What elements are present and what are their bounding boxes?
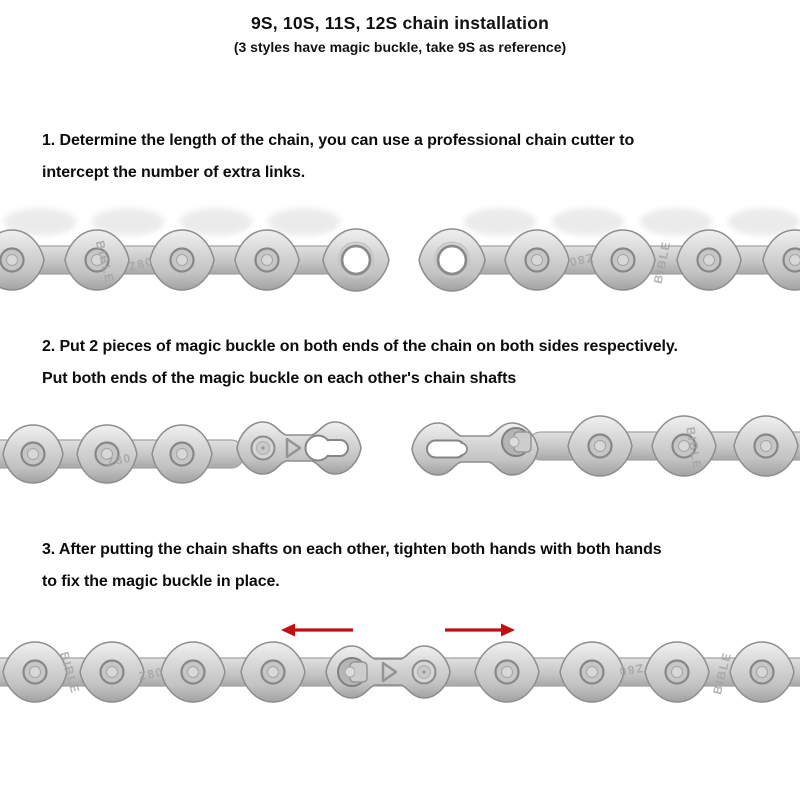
chain-pin-center [617, 254, 629, 266]
chain-outer-plate [762, 229, 800, 291]
out-of-focus-chain-row [4, 208, 800, 236]
chain-engraving: Z80 [617, 661, 644, 679]
chain-pin-center [760, 440, 772, 452]
chain-pin-center [187, 666, 199, 678]
chain-engraving: Z80 [105, 451, 133, 470]
keyhole-slot [307, 437, 329, 459]
chain-pin-center [27, 448, 39, 460]
page-subtitle: (3 styles have magic buckle, take 9S as … [233, 39, 567, 55]
end-hole [436, 244, 468, 276]
chain-engraving: Z80 [567, 250, 595, 269]
step-3-line-2: to fix the magic buckle in place. [42, 573, 280, 590]
end-hole [340, 244, 372, 276]
chain-pin-center [586, 666, 598, 678]
buckle-pin-hole [261, 446, 265, 450]
chain-pin-center [29, 666, 41, 678]
step-2-line-2: Put both ends of the magic buckle on eac… [42, 370, 517, 387]
buckle-pin-hole [422, 670, 426, 674]
buckle-shaft [501, 427, 532, 457]
chain-pin-center [678, 440, 690, 452]
chain-pin-center [531, 254, 543, 266]
chain-pin-center [176, 448, 188, 460]
oval-slot [456, 444, 466, 454]
red-arrow-left [281, 623, 295, 637]
red-arrow-right [501, 623, 515, 637]
step-2-text: 2. Put 2 pieces of magic buckle on both … [42, 331, 782, 395]
magic-buckle-joined [325, 645, 451, 699]
chain-pin-center [789, 254, 800, 266]
step-1-line-1: 1. Determine the length of the chain, yo… [42, 132, 635, 149]
step-1-text: 1. Determine the length of the chain, yo… [42, 125, 782, 189]
chain-pin-center [91, 254, 103, 266]
end-hole-bevel [337, 241, 375, 279]
chain-pin-center [176, 254, 188, 266]
chain-pin-center [6, 254, 18, 266]
chain-pin-center [671, 666, 683, 678]
chain-pin-center [261, 254, 273, 266]
pull-direction-arrows [281, 623, 515, 637]
end-hole-bevel [433, 241, 471, 279]
buckle-triangle-mark [381, 661, 398, 683]
buckle-triangle-mark [285, 437, 302, 459]
page-title: 9S, 10S, 11S, 12S chain installation [250, 13, 550, 33]
chain-pin-center [267, 666, 279, 678]
step-3-text: 3. After putting the chain shafts on eac… [42, 534, 782, 598]
magic-buckle-left [236, 421, 362, 475]
chain-pin-center [501, 666, 513, 678]
chain-pin-center [106, 666, 118, 678]
chain-engraving: Z80 [127, 254, 155, 274]
chain-pin-center [101, 448, 113, 460]
chain-pin-center [594, 440, 606, 452]
chain-pin-center [756, 666, 768, 678]
step-3-line-1: 3. After putting the chain shafts on eac… [42, 541, 662, 558]
chain-pin-center [703, 254, 715, 266]
chain-engraving: Z80 [137, 665, 165, 684]
step-1-line-2: intercept the number of extra links. [42, 164, 306, 181]
step-2-line-1: 2. Put 2 pieces of magic buckle on both … [42, 338, 678, 355]
